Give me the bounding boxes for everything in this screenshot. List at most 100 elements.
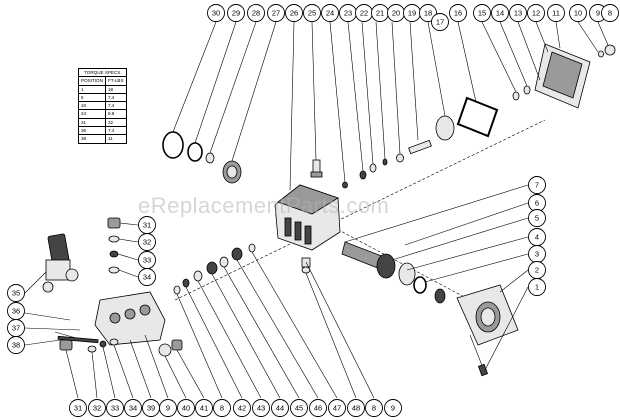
seal-ring-part [413,276,446,304]
callout-bubble: 21 [371,4,389,22]
callout-number: 5 [535,214,539,223]
callout-circle [328,399,346,417]
gasket-part [456,96,499,138]
callout-bubble: 5 [528,209,546,227]
torque-col-ftlbs: FT-LBS [104,76,127,86]
callout-bubble: 3 [528,245,546,263]
callout-number: 23 [344,9,352,18]
callout-number: 35 [12,289,20,298]
callout-number: 33 [143,256,151,265]
callout-circle [247,4,265,22]
callout-circle [528,176,546,194]
callout-number: 17 [436,18,444,27]
callout-number: 9 [391,404,395,413]
callout-circle [124,399,142,417]
table-cell: 31 [78,117,106,128]
flange-part [456,284,519,377]
callout-bubble: 30 [207,4,225,22]
callout-number: 32 [143,238,151,247]
callout-bubble: 44 [271,399,289,417]
callout-bubble: 26 [285,4,303,22]
callout-number: 43 [257,404,265,413]
table-cell: 36 [78,126,106,136]
callout-bubble: 36 [7,302,25,320]
callout-number: 8 [220,404,224,413]
callout-number: 21 [376,9,384,18]
callout-circle [419,4,437,22]
callout-number: 28 [252,9,260,18]
callout-bubble: 20 [387,4,405,22]
callout-bubble: 27 [267,4,285,22]
watermark-text: eReplacementParts.com [138,193,390,218]
callout-circle [528,278,546,296]
callout-circle [491,4,509,22]
callout-number: 32 [93,404,101,413]
callout-circle [7,284,25,302]
callout-number: 31 [143,221,151,230]
callout-number: 25 [308,9,316,18]
table-cell: 7.4 [104,126,127,136]
callout-number: 1 [535,283,539,292]
callout-number: 41 [200,404,208,413]
callout-bubble: 31 [69,399,87,417]
callout-bubble: 14 [491,4,509,22]
callout-number: 29 [232,9,240,18]
callout-number: 30 [212,9,220,18]
callout-circle [213,399,231,417]
callout-circle [252,399,270,417]
callout-number: 8 [608,9,612,18]
callout-circle [365,399,383,417]
callout-circle [227,4,245,22]
callout-bubble: 19 [403,4,421,22]
callout-circle [431,13,449,31]
callout-bubble: 2 [528,261,546,279]
callout-number: 44 [276,404,284,413]
table-cell: 10 [78,101,106,111]
callout-number: 48 [352,404,360,413]
callout-bubble: 10 [569,4,587,22]
callout-number: 40 [182,404,190,413]
callout-bubble: 8 [213,399,231,417]
callout-bubble: 4 [528,228,546,246]
callout-number: 34 [143,273,151,282]
callout-bubble: 18 [419,4,437,22]
table-cell: 6 [78,92,106,103]
table-cell: 18 [104,84,127,94]
table-cell: 7.4 [104,92,127,103]
callout-bubble: 24 [321,4,339,22]
callout-circle [321,4,339,22]
callout-circle [7,336,25,354]
callout-bubble: 38 [7,336,25,354]
callout-circle [69,399,87,417]
callout-bubble: 47 [328,399,346,417]
callout-bubble: 31 [138,216,156,234]
callout-circle [303,4,321,22]
callout-bubble: 33 [138,251,156,269]
callout-bubble: 32 [138,233,156,251]
callout-bubble: 16 [449,4,467,22]
callout-bubble: 9 [159,399,177,417]
torque-col-position: POSITION [78,76,106,86]
callout-bubble: 23 [339,4,357,22]
callout-circle [138,233,156,251]
callout-bubble: 6 [528,194,546,212]
callout-number: 13 [514,9,522,18]
callout-circle [569,4,587,22]
callout-circle [88,399,106,417]
callout-number: 19 [408,9,416,18]
callout-circle [285,4,303,22]
callout-number: 9 [166,404,170,413]
callout-number: 34 [129,404,137,413]
callout-number: 47 [333,404,341,413]
callout-bubble: 1 [528,278,546,296]
callout-extra: 17 [431,13,449,31]
callout-bubble: 11 [547,4,565,22]
callout-number: 6 [535,199,539,208]
callout-bubble: 29 [227,4,245,22]
callout-circle [159,399,177,417]
callout-bubble: 32 [88,399,106,417]
